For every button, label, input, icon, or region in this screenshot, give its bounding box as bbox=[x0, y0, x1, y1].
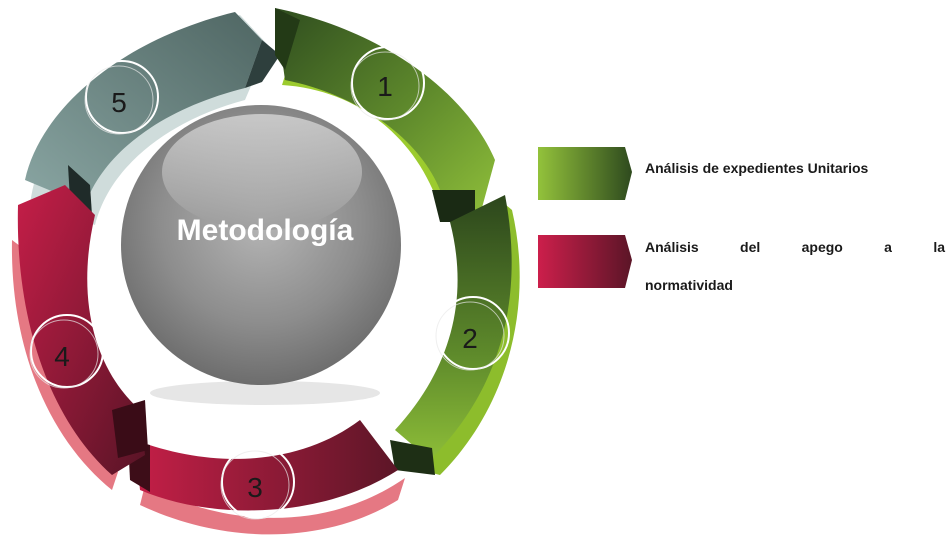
step-number-3: 3 bbox=[247, 472, 263, 503]
legend-crimson-line-2: normatividad bbox=[645, 277, 733, 293]
step-number-5: 5 bbox=[111, 87, 127, 118]
legend-crimson-arrow bbox=[538, 235, 632, 288]
step-marker-1: 1 bbox=[350, 46, 425, 121]
step-number-4: 4 bbox=[54, 341, 70, 372]
legend-crimson-line-1: Análisis del apego a la bbox=[645, 239, 945, 255]
legend-crimson-label: Análisis del apego a la normatividad bbox=[645, 228, 945, 304]
step-number-1: 1 bbox=[377, 71, 393, 102]
center-label: Metodología bbox=[177, 214, 354, 247]
legend-green-text: Análisis de expedientes Unitarios bbox=[645, 160, 869, 176]
legend-green-label: Análisis de expedientes Unitarios bbox=[645, 160, 945, 176]
step-marker-2: 2 bbox=[435, 296, 510, 371]
step-marker-4: 4 bbox=[29, 314, 104, 389]
step-marker-5: 5 bbox=[84, 60, 159, 135]
segment-1 bbox=[275, 8, 495, 222]
step-marker-3: 3 bbox=[220, 445, 295, 520]
legend-green-arrow bbox=[538, 147, 632, 200]
step-number-2: 2 bbox=[462, 323, 478, 354]
center-sphere: Metodología bbox=[121, 105, 401, 405]
segment-2 bbox=[390, 195, 520, 475]
